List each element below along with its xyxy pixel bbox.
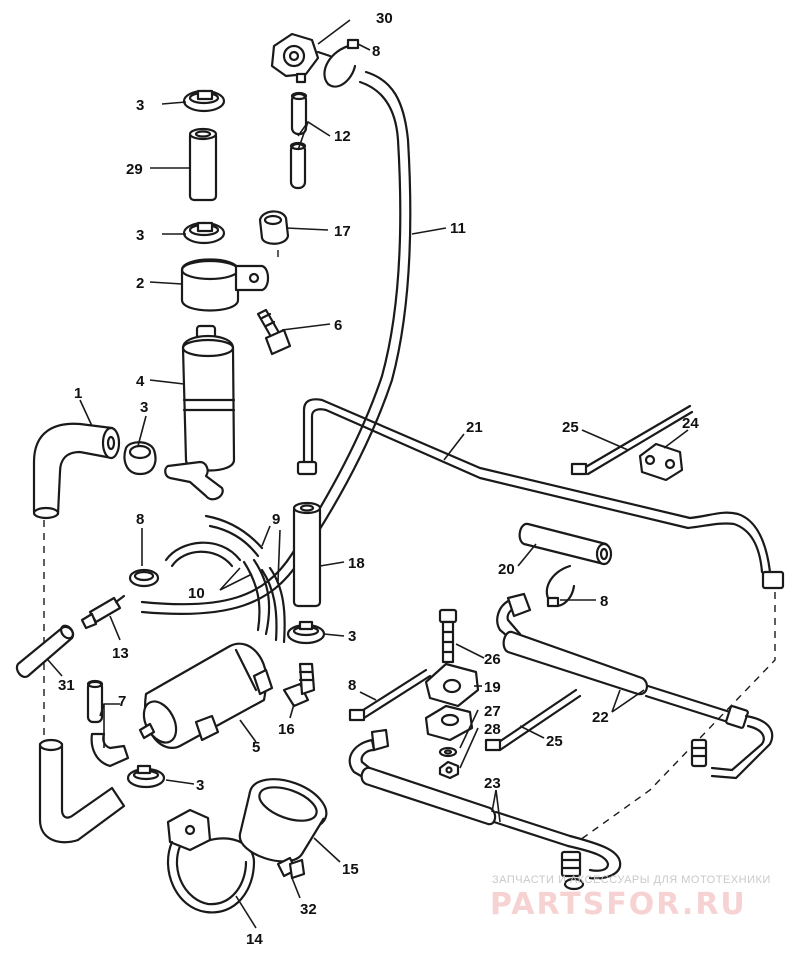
part-tube-18 <box>292 501 322 608</box>
callout-5: 5 <box>252 739 260 756</box>
callout-20: 20 <box>498 561 515 578</box>
callout-4: 4 <box>136 373 145 390</box>
part-washer-27 <box>438 746 458 758</box>
part-hose-clip-8-left <box>128 568 160 588</box>
part-bolt-6 <box>256 308 292 356</box>
part-hose-29 <box>188 127 218 202</box>
part-elbow-fitting-16 <box>282 662 316 708</box>
callout-22: 22 <box>592 709 609 726</box>
part-clamp-3-c <box>123 441 157 476</box>
callout-15: 15 <box>342 861 359 878</box>
part-clamp-3-e <box>126 764 166 789</box>
callout-11: 11 <box>450 220 466 237</box>
callout-9: 9 <box>272 511 280 528</box>
part-bracket-strap-14 <box>166 808 256 914</box>
part-grommet-17 <box>258 210 290 245</box>
callout-21: 21 <box>466 419 483 436</box>
callout-30: 30 <box>376 10 393 27</box>
watermark-caption: ЗАПЧАСТИ И АКСЕССУАРЫ ДЛЯ МОТОТЕХНИКИ <box>492 874 771 886</box>
part-hose-31 <box>15 624 75 678</box>
callout-6: 6 <box>334 317 342 334</box>
callout-8-top: 8 <box>372 43 380 60</box>
callout-16: 16 <box>278 721 295 738</box>
leader-lines <box>47 19 689 929</box>
callout-8-middle: 8 <box>348 677 356 694</box>
part-clamp-3-d <box>286 620 326 645</box>
callout-8-right: 8 <box>600 593 608 610</box>
callout-3-e: 3 <box>196 777 204 794</box>
part-metal-line-21 <box>296 398 785 590</box>
part-clamp-block-24 <box>638 442 684 482</box>
part-hose-pieces-12 <box>289 91 308 190</box>
callout-19: 19 <box>484 679 501 696</box>
callout-12: 12 <box>334 128 351 145</box>
part-hoses-7 <box>86 679 130 768</box>
part-hoses-9-10 <box>164 514 286 644</box>
part-cable-tie-25-upper <box>570 404 694 476</box>
callout-3-d: 3 <box>348 628 356 645</box>
part-clamp-halves-19 <box>424 662 480 742</box>
part-elbow-hose-1 <box>32 422 121 520</box>
callout-10: 10 <box>188 585 205 602</box>
part-hose-clip-8-top <box>323 38 360 88</box>
callout-26: 26 <box>484 651 501 668</box>
part-hose-clip-8-right <box>545 564 576 608</box>
callout-14: 14 <box>246 931 263 948</box>
part-sleeve-20 <box>518 522 613 566</box>
callout-3-b: 3 <box>136 227 144 244</box>
part-cable-tie-8-middle <box>348 668 432 722</box>
callout-32: 32 <box>300 901 317 918</box>
part-fitting-13 <box>80 594 126 630</box>
callout-2: 2 <box>136 275 144 292</box>
part-clamp-3-b <box>182 221 226 245</box>
callout-8-left: 8 <box>136 511 144 528</box>
part-fuel-filter-5 <box>138 642 274 749</box>
callout-1: 1 <box>74 385 82 402</box>
callout-13: 13 <box>112 645 129 662</box>
callout-27: 27 <box>484 703 501 720</box>
watermark: ЗАПЧАСТИ И АКСЕССУАРЫ ДЛЯ МОТОТЕХНИКИ PA… <box>490 874 771 922</box>
part-sleeve-15 <box>238 778 328 863</box>
callout-25-upper: 25 <box>562 419 579 436</box>
part-filter-4 <box>164 324 236 501</box>
callout-29: 29 <box>126 161 143 178</box>
assembly-dashed-lines <box>43 250 776 841</box>
part-bracket-2 <box>180 258 270 312</box>
part-lower-elbow-hose <box>38 738 126 844</box>
callout-3-a: 3 <box>136 97 144 114</box>
part-fuel-pump-30 <box>270 32 332 84</box>
part-fuel-line-22 <box>496 592 774 780</box>
callout-24: 24 <box>682 415 699 432</box>
callout-28: 28 <box>484 721 501 738</box>
callout-numbers: 30 8 3 12 29 3 17 11 2 6 4 1 3 21 25 24 … <box>58 10 699 948</box>
callout-17: 17 <box>334 223 351 240</box>
callout-25-lower: 25 <box>546 733 563 750</box>
callout-3-c: 3 <box>140 399 148 416</box>
part-fuel-line-23 <box>348 728 622 891</box>
callout-23: 23 <box>484 775 501 792</box>
watermark-site: PARTSFOR.RU <box>490 887 747 922</box>
part-nut-28 <box>438 760 460 780</box>
callout-7: 7 <box>118 693 126 710</box>
callout-31: 31 <box>58 677 75 694</box>
part-cable-tie-25-lower <box>484 688 582 752</box>
callout-18: 18 <box>348 555 365 572</box>
part-bolt-26 <box>438 608 458 664</box>
part-screw-32 <box>276 856 306 880</box>
part-clamp-3-a <box>182 89 226 113</box>
